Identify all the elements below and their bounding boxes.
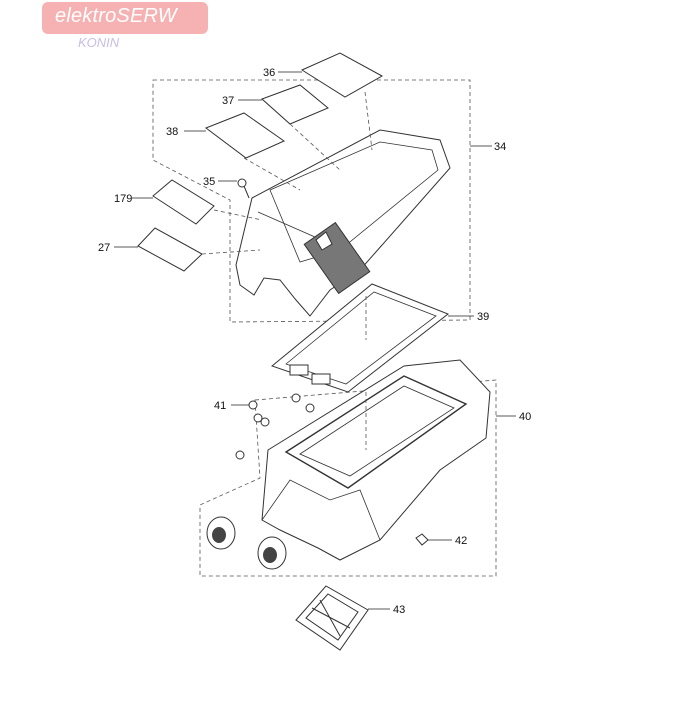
callout-37: 37 <box>222 95 234 107</box>
pre-filter-43 <box>295 585 369 651</box>
callout-27: 27 <box>98 242 110 254</box>
decal-36 <box>300 52 384 98</box>
air-filter-39 <box>270 283 449 393</box>
screw-35 <box>237 178 250 199</box>
callout-179: 179 <box>114 193 132 205</box>
decal-37 <box>261 84 329 125</box>
callout-41: 41 <box>214 400 226 412</box>
grommet-right <box>257 536 287 570</box>
clip-42 <box>415 533 429 546</box>
callout-38: 38 <box>166 126 178 138</box>
decal-27 <box>137 227 203 272</box>
brand-logo-city: KONIN <box>78 35 120 50</box>
grommet-left <box>206 516 236 550</box>
callout-35: 35 <box>203 176 215 188</box>
base-housing-40 <box>261 359 491 561</box>
base-group-outline <box>199 379 497 577</box>
callout-36: 36 <box>263 67 275 79</box>
brand-logo <box>42 2 208 34</box>
callout-34: 34 <box>494 141 506 153</box>
brand-logo-text: elektroSERW <box>55 5 177 27</box>
callout-42: 42 <box>455 535 467 547</box>
screws-41 <box>235 393 315 460</box>
callout-43: 43 <box>393 604 405 616</box>
callout-39: 39 <box>477 311 489 323</box>
top-cover-34 <box>201 91 451 317</box>
decal-38 <box>204 112 286 159</box>
callout-40: 40 <box>519 411 531 423</box>
decal-179 <box>152 179 215 225</box>
